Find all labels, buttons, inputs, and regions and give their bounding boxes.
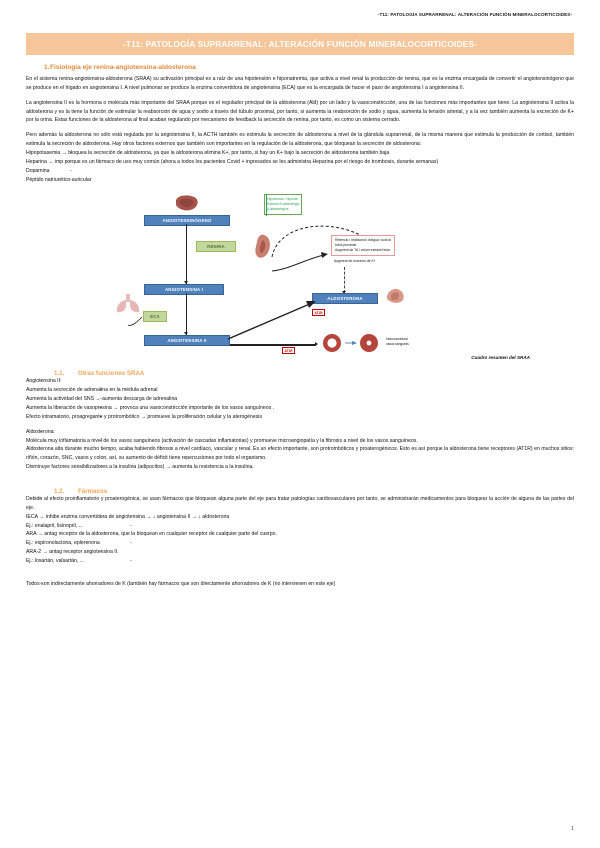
farmacos-closing-list: Todos son indirectamente ahorradores de … — [26, 580, 574, 589]
node-angiotensina-1: ANGIOTENSINA I — [144, 284, 224, 296]
section-1-title: Fisiología eje renina-angiotensina-aldos… — [50, 64, 196, 71]
feedback-dashed-arc — [271, 226, 365, 258]
list-item: Ej.: espironolactona, eplerenona — [26, 539, 574, 548]
list-item: Aumenta la actividad del SNS → aumenta d… — [26, 395, 574, 404]
kidney-icon — [252, 234, 272, 265]
at1r-tag-vessel: AT1R — [282, 347, 296, 355]
node-angiotensinogeno: ANGIOTENSINÓGENO — [144, 215, 230, 227]
adrenal-gland-icon — [384, 285, 408, 310]
section-1-number: 1. — [44, 64, 50, 71]
drug-ara: ARA → antag receptor de la aldosterona, … — [26, 530, 574, 539]
document-title: -T11: PATOLOGÍA SUPRARRENAL: ALTERACIÓN … — [122, 39, 478, 49]
section-1-paragraph-3: Pero además la aldosterona no sólo está … — [26, 132, 574, 148]
liver-icon — [174, 194, 200, 217]
section-1-paragraph-2: La angiotensina II es la hormona o moléc… — [26, 99, 574, 124]
figure-caption: Cuadro resumen del SRAA — [471, 355, 530, 361]
renin-stimuli-line-2: Estímul ß-adrenèrgic — [267, 202, 300, 207]
renin-stimuli-note: Hipotensió / hipoNa Estímul ß-adrenèrgic… — [264, 194, 303, 215]
connector-angiotensinogeno-to-ang1 — [186, 224, 187, 285]
list-item: Angiotensina II: — [26, 377, 574, 386]
aldosterona-subfunctions-list: Aldosterona alta durante mucho tiempo, a… — [26, 445, 574, 463]
drug-ieca-example: Ej.: enalapril, lisinopril, ... — [26, 522, 574, 531]
vasoconstriction-label: Vasoconstricció vasos sanguinis — [386, 337, 409, 346]
note-to-aldosterone-dotted — [344, 267, 345, 294]
arrow-down-aldosterone — [341, 291, 346, 295]
arrow-down-ang2 — [183, 332, 188, 336]
list-item: Disminuye factores sensibilizadores a la… — [26, 463, 574, 472]
aldosterona-item: Aldosterona: — [26, 428, 574, 437]
list-item: Heparina → imp porque es un fármaco de u… — [26, 158, 574, 167]
section-1-bullet-list: Hipopotasemia → bloquea la secreción de … — [26, 149, 574, 184]
section-1-1-list: Angiotensina II: — [26, 377, 574, 386]
ang2-to-aldosterone-arrow — [227, 301, 316, 341]
arrow-right-vessel — [315, 342, 318, 347]
sraa-diagram: Hipotensió / hipoNa Estímul ß-adrenèrgic… — [26, 187, 572, 362]
section-heading-1-2: 1.2. Fármacos — [26, 488, 574, 495]
list-item: ARA-2 → antag receptor angiotensina II. — [26, 548, 574, 557]
section-1-2-number: 1.2. — [54, 488, 65, 496]
list-item: Ej.: losartán, valsartán, ... — [26, 557, 574, 566]
list-item: Aumenta la secreción de adrenalina en la… — [26, 386, 574, 395]
section-1-2-title: Fármacos — [78, 488, 108, 496]
lungs-icon — [114, 292, 142, 319]
green-note-connector — [266, 194, 267, 217]
aldosterona-functions-list: Molécula muy inflamatoria a nivel de los… — [26, 437, 574, 446]
list-item: IECA → inhibe enzima convertidora de ang… — [26, 513, 574, 522]
drug-ieca: IECA → inhibe enzima convertidora de ang… — [26, 513, 574, 522]
list-item: Molécula muy inflamatoria a nivel de los… — [26, 437, 574, 446]
angiotensina-2-functions-list: Aumenta la secreción de adrenalina en la… — [26, 386, 574, 421]
renin-stimuli-line-3: β-adrenèrgics — [267, 207, 289, 212]
list-item: Debido al efecto proinflamatorio y proat… — [26, 495, 574, 513]
section-heading-1: 1. Fisiología eje renina-angiotensina-al… — [26, 64, 574, 71]
list-item: Péptido natriurético auricular — [26, 176, 574, 185]
aldosterona-functions-list-cont: Disminuye factores sensibilizadores a la… — [26, 463, 574, 472]
list-item: Aldosterona alta durante mucho tiempo, a… — [26, 445, 574, 463]
connector-ang1-to-ang2 — [186, 293, 187, 336]
drug-ara2: ARA-2 → antag receptor angiotensina II. — [26, 548, 574, 557]
list-item: Efecto intramatorio, proagregante y prot… — [26, 413, 574, 422]
drug-ara-example: Ej.: espironolactona, eplerenona — [26, 539, 574, 548]
section-heading-1-1: 1.1. Otras funciones SRAA — [26, 370, 574, 377]
aldosterone-effects-note: Retenció i reabsorció d'aigua i sodi al … — [331, 235, 396, 257]
list-item: Ej.: enalapril, lisinopril, ... — [26, 522, 574, 531]
section-1-1-number: 1.1. — [54, 370, 65, 378]
ang2-to-vessel-line — [230, 344, 316, 346]
node-eca: ECA — [143, 311, 167, 323]
list-item: Todos son indirectamente ahorradores de … — [26, 580, 574, 589]
list-item: Aumenta la liberación de vasopresina → p… — [26, 404, 574, 413]
node-aldosterona: ALDOSTERONA — [312, 293, 378, 305]
effects-line-1: Retenció i reabsorció d'aigua i sodi al — [335, 238, 392, 243]
kidney-to-effects-arrow — [271, 252, 328, 272]
list-item: ARA → antag receptor de la aldosterona, … — [26, 530, 574, 539]
list-item: Aldosterona: — [26, 428, 574, 437]
potassium-excretion-note: Augment de excreció de K+ — [334, 259, 376, 264]
renin-stimuli-line-1: Hipotensió / hipoNa — [267, 196, 298, 201]
list-item: Hipopotasemia → bloquea la secreción de … — [26, 149, 574, 158]
vasoconstriction-line-2: vasos sanguinis — [386, 341, 409, 346]
list-item: Dopamina — [26, 167, 574, 176]
vasoconstriction-line-1: Vasoconstricció — [386, 337, 409, 342]
drug-ara2-example: Ej.: losartán, valsartán, ... — [26, 557, 574, 566]
title-banner: -T11: PATOLOGÍA SUPRARRENAL: ALTERACIÓN … — [26, 33, 574, 55]
page-number: 1 — [571, 826, 574, 832]
node-renina: RENINA — [196, 241, 236, 253]
running-head: -T11: PATOLOGÍA SUPRARRENAL: ALTERACIÓN … — [377, 12, 572, 17]
node-angiotensina-2: ANGIOTENSINA II — [144, 335, 230, 347]
blood-vessel-icon — [322, 333, 382, 358]
lung-to-eca-connector — [127, 317, 143, 327]
effects-line-2: túbul proximal — [335, 243, 357, 248]
effects-line-3: Augment de TA i volum extracel·lular — [335, 248, 391, 253]
at1r-tag-aldosterone: AT1R — [312, 309, 326, 317]
arrow-down-ang1 — [183, 281, 188, 285]
section-1-paragraph-1: En el sistema renina-angiotensina-aldost… — [26, 76, 574, 91]
section-1-1-title: Otras funciones SRAA — [78, 370, 145, 378]
farmacos-intro-list: Debido al efecto proinflamatorio y proat… — [26, 495, 574, 513]
